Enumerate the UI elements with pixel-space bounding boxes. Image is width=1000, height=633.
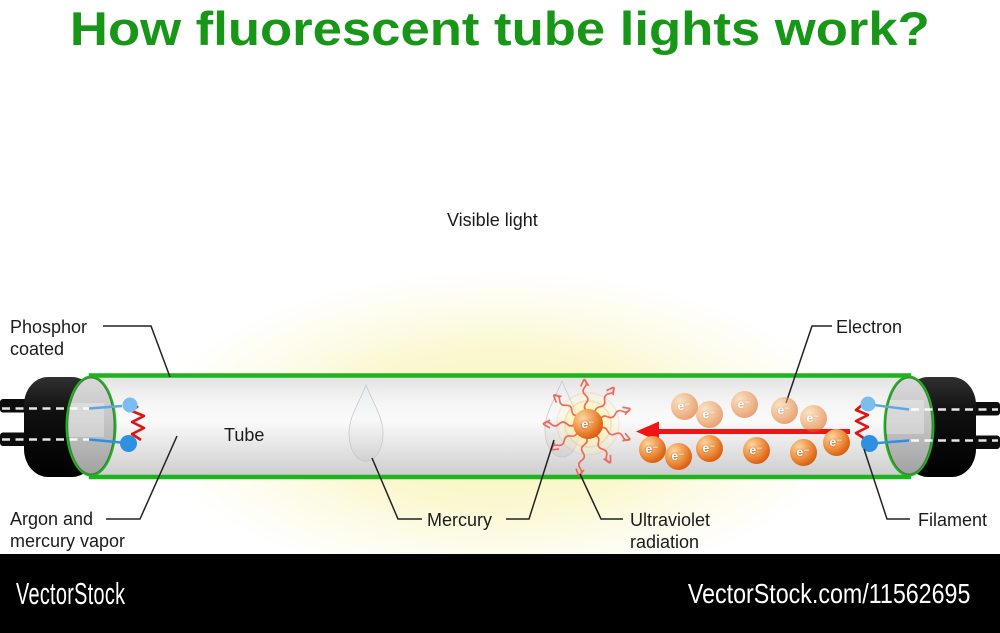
- electron-particle: e⁻: [799, 404, 827, 432]
- left-dashed-axis: [2, 407, 90, 441]
- leader-electron: [785, 325, 832, 404]
- electron-particle: e⁻: [789, 438, 817, 466]
- left-filament: [88, 397, 146, 452]
- vectorstock-credit: VectorStock.com/11562695: [687, 577, 970, 609]
- leader-mercury-left: [371, 457, 422, 520]
- label-tube: Tube: [224, 425, 265, 445]
- leader-mercury-right: [506, 439, 555, 520]
- electron-particle: e⁻: [695, 400, 723, 428]
- electron-particle: e⁻: [670, 392, 698, 420]
- leader-phosphor: [103, 325, 171, 378]
- visible-light-glow: [0, 140, 1000, 580]
- right-end-cap: [883, 375, 1000, 477]
- right-filament-coil: [854, 404, 870, 441]
- label-ultraviolet-radiation: Ultraviolet radiation: [630, 510, 711, 552]
- electron-particle: e⁻: [770, 396, 798, 424]
- left-end-cap: [0, 375, 117, 477]
- page-title-text: How fluorescent tube lights work?: [70, 2, 930, 55]
- electron-particle: e⁻: [695, 434, 723, 462]
- label-electron: Electron: [836, 317, 903, 337]
- electron-particle: e⁻: [664, 442, 692, 470]
- watermark-bar: VectorStock VectorStock.com/11562695: [0, 554, 1000, 633]
- label-visible-light: Visible light: [447, 210, 538, 230]
- page-title: How fluorescent tube lights work?: [0, 1, 1000, 57]
- right-dashed-axis: [911, 408, 998, 442]
- label-argon-mercury-vapor: Argon and mercury vapor: [10, 509, 126, 551]
- vectorstock-logo: VectorStock: [16, 575, 126, 611]
- label-phosphor-coated: Phosphor coated: [10, 317, 88, 359]
- tube-body: [88, 373, 912, 480]
- mercury-drop: [348, 383, 384, 462]
- label-mercury: Mercury: [427, 510, 493, 530]
- leader-uv: [579, 473, 623, 520]
- right-face: [885, 377, 933, 475]
- electron-particle: e⁻: [638, 435, 666, 463]
- right-filament: [854, 396, 910, 452]
- leader-argon: [106, 435, 178, 520]
- leader-lines: [103, 325, 910, 520]
- left-face: [67, 377, 115, 475]
- electron-particle: e⁻: [730, 390, 758, 418]
- label-filament: Filament: [918, 510, 988, 530]
- electron-particle: e⁻: [822, 428, 850, 456]
- electron-particle: e⁻: [573, 409, 603, 439]
- electron-particle: e⁻: [742, 436, 770, 464]
- leader-filament: [863, 448, 910, 520]
